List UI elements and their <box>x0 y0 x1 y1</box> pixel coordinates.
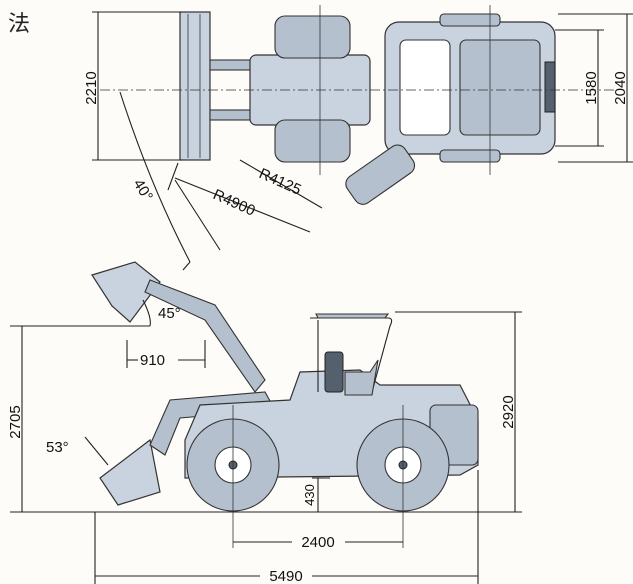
top-rear-grille <box>544 61 556 113</box>
heading: 法 <box>8 12 31 37</box>
raised-bucket <box>91 261 161 323</box>
raised-boom <box>144 279 266 393</box>
top-cab-roof <box>399 39 451 136</box>
dim-dump-angle: 45° <box>158 305 181 322</box>
top-engine-hood <box>459 39 541 136</box>
dim-rollback-angle: 53° <box>46 439 69 456</box>
lowered-bucket <box>99 438 161 506</box>
dim-overall-length: 5490 <box>269 568 302 584</box>
top-view: 2210 1580 2040 R4125 R4900 40° <box>83 5 633 271</box>
top-front-tire-left <box>274 15 351 59</box>
dim-overall-height: 2920 <box>500 395 517 428</box>
dim-tread: 1580 <box>583 71 600 104</box>
dim-turn-inner: R4125 <box>256 165 303 199</box>
dim-wheelbase: 2400 <box>301 534 334 551</box>
dim-ground-clearance: 430 <box>302 484 317 506</box>
dim-overall-width: 2040 <box>612 71 629 104</box>
top-turned-tire <box>345 144 416 205</box>
side-view: 2705 2920 45° 910 53° 430 <box>7 261 522 584</box>
dim-turn-outer: R4900 <box>210 186 257 220</box>
top-bucket <box>179 11 211 161</box>
dim-hinge-height: 2705 <box>7 405 24 438</box>
dim-bucket-width: 2210 <box>83 71 100 104</box>
dim-dump-reach: 910 <box>140 352 165 369</box>
top-front-tire-right <box>274 119 351 163</box>
